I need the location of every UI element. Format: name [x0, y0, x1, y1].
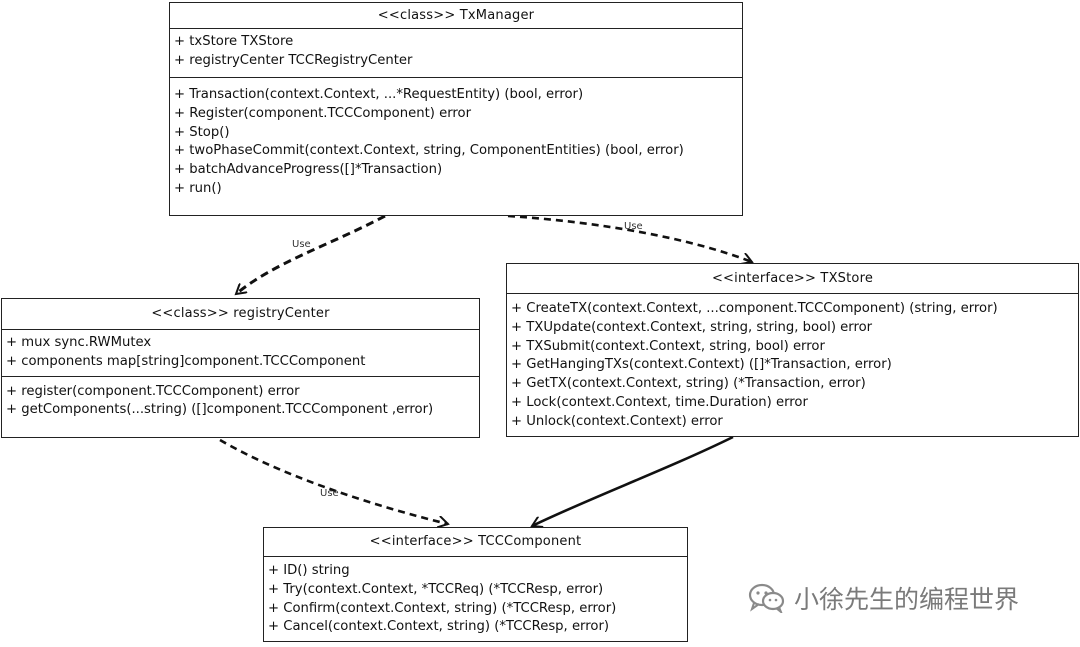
- tcccomponent-method: + Try(context.Context, *TCCReq) (*TCCRes…: [268, 581, 604, 597]
- registrycenter-method: + register(component.TCCComponent) error: [6, 383, 300, 399]
- txmanager-fields: + txStore TXStore + registryCenter TCCRe…: [170, 29, 742, 77]
- tcccomponent-method: + Cancel(context.Context, string) (*TCCR…: [268, 619, 610, 635]
- txstore-method: + GetHangingTXs(context.Context) ([]*Tra…: [511, 357, 892, 373]
- edge-label-use-registry: Use: [292, 239, 311, 250]
- txmanager-method: + Stop(): [174, 124, 230, 140]
- txmanager-title: <<class>> TxManager: [170, 3, 742, 29]
- txmanager-class-box[interactable]: <<class>> TxManager + txStore TXStore + …: [169, 2, 743, 216]
- txmanager-method: + run(): [174, 180, 222, 196]
- tcccomponent-title: <<interface>> TCCComponent: [264, 528, 687, 557]
- txstore-method: + TXSubmit(context.Context, string, bool…: [511, 338, 825, 354]
- txstore-method: + CreateTX(context.Context, ...component…: [511, 301, 998, 316]
- registrycenter-fields: + mux sync.RWMutex + components map[stri…: [2, 330, 479, 376]
- registrycenter-field: + components map[string]component.TCCCom…: [6, 353, 366, 369]
- edge-registrycenter-tcccomponent: [219, 438, 448, 524]
- edge-txmanager-registrycenter: [236, 214, 386, 294]
- txstore-method: + GetTX(context.Context, string) (*Trans…: [511, 376, 866, 392]
- watermark-text: 小徐先生的编程世界: [794, 585, 1020, 614]
- txmanager-methods: + Transaction(context.Context, ...*Reque…: [170, 77, 742, 203]
- registrycenter-class-box[interactable]: <<class>> registryCenter + mux sync.RWMu…: [1, 298, 480, 438]
- watermark: 小徐先生的编程世界: [748, 580, 1019, 616]
- edge-label-use-component: Use: [320, 488, 339, 499]
- edge-txmanager-txstore: [507, 214, 752, 262]
- txstore-method: + TXUpdate(context.Context, string, stri…: [511, 319, 873, 335]
- txmanager-method: + Transaction(context.Context, ...*Reque…: [174, 87, 584, 102]
- registrycenter-method: + getComponents(...string) ([]component.…: [6, 402, 434, 418]
- wechat-icon: [748, 583, 786, 616]
- txstore-interface-box[interactable]: <<interface>> TXStore + CreateTX(context…: [506, 263, 1079, 437]
- registrycenter-methods: + register(component.TCCComponent) error…: [2, 375, 479, 425]
- txmanager-field: + registryCenter TCCRegistryCenter: [174, 52, 413, 68]
- txmanager-method: + Register(component.TCCComponent) error: [174, 105, 472, 121]
- registrycenter-title: <<class>> registryCenter: [2, 299, 479, 330]
- tcccomponent-method: + Confirm(context.Context, string) (*TCC…: [268, 600, 617, 616]
- tcccomponent-interface-box[interactable]: <<interface>> TCCComponent + ID() string…: [263, 527, 688, 642]
- txmanager-method: + batchAdvanceProgress([]*Transaction): [174, 162, 443, 178]
- tcccomponent-method: + ID() string: [268, 563, 350, 578]
- txstore-methods: + CreateTX(context.Context, ...component…: [507, 294, 1078, 436]
- txstore-title: <<interface>> TXStore: [507, 264, 1078, 294]
- edge-txstore-tcccomponent: [532, 435, 734, 526]
- registrycenter-field: + mux sync.RWMutex: [6, 335, 152, 350]
- tcccomponent-methods: + ID() string + Try(context.Context, *TC…: [264, 557, 687, 641]
- txstore-method: + Unlock(context.Context) error: [511, 413, 723, 429]
- txmanager-field: + txStore TXStore: [174, 34, 294, 49]
- edge-label-use-txstore: Use: [624, 221, 643, 232]
- txstore-method: + Lock(context.Context, time.Duration) e…: [511, 394, 808, 410]
- txmanager-method: + twoPhaseCommit(context.Context, string…: [174, 143, 684, 159]
